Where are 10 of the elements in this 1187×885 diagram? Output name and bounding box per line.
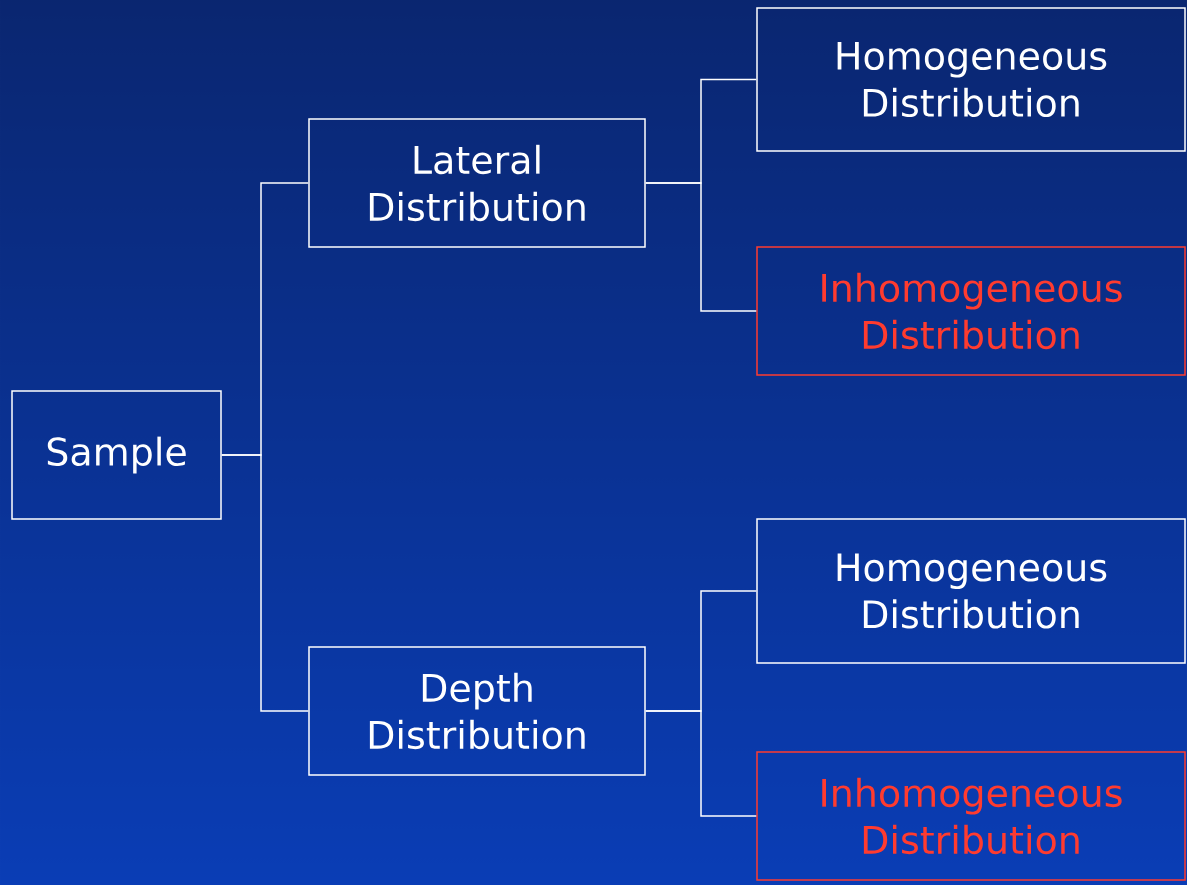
connector-line — [221, 454, 309, 712]
connector-line — [645, 710, 757, 817]
distribution-box: Homogeneous Distribution — [756, 518, 1186, 664]
distribution-box: Lateral Distribution — [308, 118, 646, 248]
distribution-box: Sample — [11, 390, 222, 520]
distribution-box: Inhomogeneous Distribution — [756, 751, 1186, 881]
distribution-box: Inhomogeneous Distribution — [756, 246, 1186, 376]
distribution-box: Homogeneous Distribution — [756, 7, 1186, 152]
connector-line — [645, 182, 757, 312]
distribution-box: Depth Distribution — [308, 646, 646, 776]
